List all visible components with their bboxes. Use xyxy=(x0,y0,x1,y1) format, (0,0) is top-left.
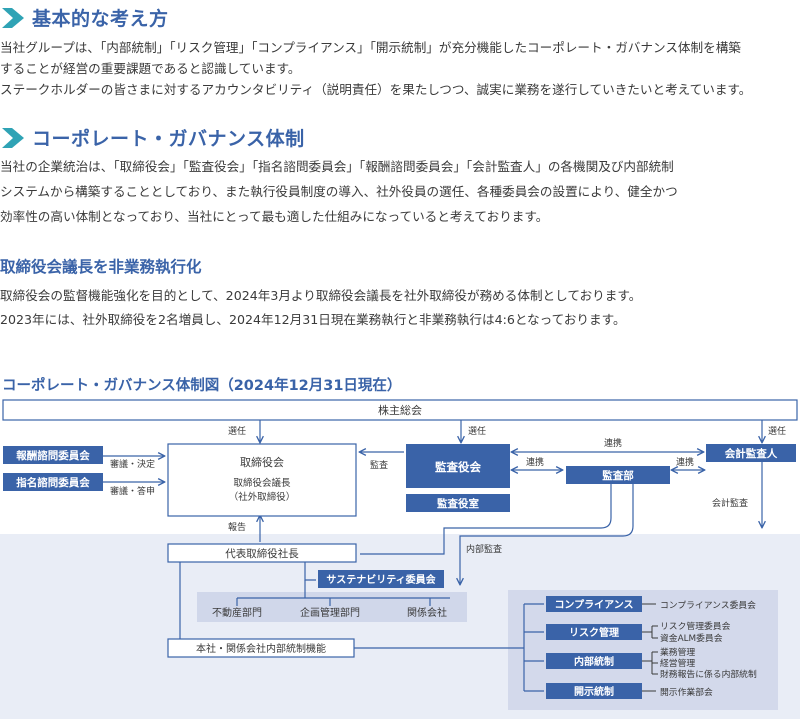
department-label: 企画管理部門 xyxy=(300,606,360,619)
elect-accounting-label: 選任 xyxy=(768,425,786,437)
cooperation-label: 連携 xyxy=(526,456,544,468)
department-label: 不動産部門 xyxy=(212,606,262,619)
cooperation-label: 連携 xyxy=(676,456,694,468)
section-heading-basic: 基本的な考え方 xyxy=(0,4,169,31)
control-detail: 経営管理 xyxy=(660,657,695,669)
control-label: リスク管理 xyxy=(569,626,619,639)
sustainability-committee-box xyxy=(318,570,444,588)
control-detail: 業務管理 xyxy=(660,646,695,658)
body-line: 2023年には、社外取締役を2名増員し、2024年12月31日現在業務執行と非業… xyxy=(0,312,626,327)
internal-control-function-label: 本社・関係会社内部統制機能 xyxy=(196,642,326,655)
audit-label: 監査 xyxy=(370,459,388,471)
shareholders-box xyxy=(2,399,798,421)
elect-audit-label: 選任 xyxy=(468,425,486,437)
body-line: 取締役会の監督機能強化を目的として、2024年3月より取締役会議長を社外取締役が… xyxy=(0,288,642,303)
section-heading-governance: コーポレート・ガバナンス体制 xyxy=(0,124,305,151)
section-body-basic: 当社グループは、「内部統制」「リスク管理」「コンプライアンス」「開示統制」が充分… xyxy=(0,37,800,100)
board-box xyxy=(167,443,357,517)
report-label: 報告 xyxy=(228,521,246,533)
deliberation-decision-label: 審議・決定 xyxy=(110,458,155,470)
sustainability-committee-label: サステナビリティ委員会 xyxy=(326,573,435,586)
accounting-auditor-box xyxy=(706,444,796,462)
section-title: 基本的な考え方 xyxy=(32,8,169,30)
nomination-committee-label: 指名諮問委員会 xyxy=(16,476,90,489)
audit-dept-box xyxy=(566,466,670,484)
control-detail: 開示作業部会 xyxy=(660,686,713,698)
audit-board-box xyxy=(406,444,510,488)
diagram-title: コーポレート・ガバナンス体制図（2024年12月31日現在） xyxy=(2,378,402,394)
board-chair-note: （社外取締役） xyxy=(229,491,296,503)
board-label: 取締役会 xyxy=(240,455,284,469)
elect-board-label: 選任 xyxy=(228,425,246,437)
internal-control-function-box xyxy=(167,638,355,658)
department-label: 関係会社 xyxy=(407,606,447,619)
body-line: することが経営の重要課題であると認識しています。 xyxy=(0,61,301,76)
control-label: 開示統制 xyxy=(574,685,614,698)
control-detail: 財務報告に係る内部統制 xyxy=(660,668,757,680)
internal-audit-label: 内部監査 xyxy=(466,543,502,555)
control-detail: リスク管理委員会 xyxy=(660,620,731,632)
audit-office-label: 監査役室 xyxy=(437,497,479,510)
disclosure-control-box xyxy=(546,683,642,699)
accounting-auditor-label: 会計監査人 xyxy=(725,447,778,460)
section-body-chair: 取締役会の監督機能強化を目的として、2024年3月より取締役会議長を社外取締役が… xyxy=(0,284,800,332)
section-body-governance: 当社の企業統治は、「取締役会」「監査役会」「指名諮問委員会」「報酬諮問委員会」「… xyxy=(0,154,800,229)
president-label: 代表取締役社長 xyxy=(225,547,299,560)
remuneration-committee-box xyxy=(3,446,103,464)
chevron-right-icon xyxy=(2,7,24,28)
compliance-box xyxy=(546,596,642,612)
risk-management-box xyxy=(546,624,642,640)
chevron-right-icon xyxy=(2,127,24,148)
accounting-audit-label: 会計監査 xyxy=(712,497,748,509)
body-line: ステークホルダーの皆さまに対するアカウンタビリティ（説明責任）を果たしつつ、誠実… xyxy=(0,82,752,97)
internal-control-box xyxy=(546,653,642,669)
president-box xyxy=(167,543,357,563)
subsection-heading-chair: 取締役会議長を非業務執行化 xyxy=(0,258,202,276)
remuneration-committee-label: 報酬諮問委員会 xyxy=(16,449,90,462)
body-line: 当社グループは、「内部統制」「リスク管理」「コンプライアンス」「開示統制」が充分… xyxy=(0,40,741,55)
body-line: 効率性の高い体制となっており、当社にとって最も適した仕組みになっていると考えてお… xyxy=(0,209,549,224)
departments-band xyxy=(197,592,467,622)
audit-board-label: 監査役会 xyxy=(435,460,481,474)
audit-dept-label: 監査部 xyxy=(602,469,634,482)
control-detail: 資金ALM委員会 xyxy=(660,632,723,644)
shareholders-label: 株主総会 xyxy=(378,403,422,417)
deliberation-report-label: 審議・答申 xyxy=(110,485,155,497)
control-detail: コンプライアンス委員会 xyxy=(660,599,756,611)
cooperation-label: 連携 xyxy=(604,437,622,449)
governance-diagram: 株主総会 取締役会 取締役会議長 （社外取締役） 報酬諮問委員会 指名諮問委員会… xyxy=(0,399,800,719)
control-label: コンプライアンス xyxy=(554,598,633,611)
audit-office-box xyxy=(406,494,510,512)
section-title: コーポレート・ガバナンス体制 xyxy=(32,128,305,150)
body-line: 当社の企業統治は、「取締役会」「監査役会」「指名諮問委員会」「報酬諮問委員会」「… xyxy=(0,159,674,174)
nomination-committee-box xyxy=(3,473,103,491)
board-chair-label: 取締役会議長 xyxy=(233,477,291,489)
body-line: システムから構築することとしており、また執行役員制度の導入、社外役員の選任、各種… xyxy=(0,184,678,199)
control-label: 内部統制 xyxy=(574,655,614,668)
